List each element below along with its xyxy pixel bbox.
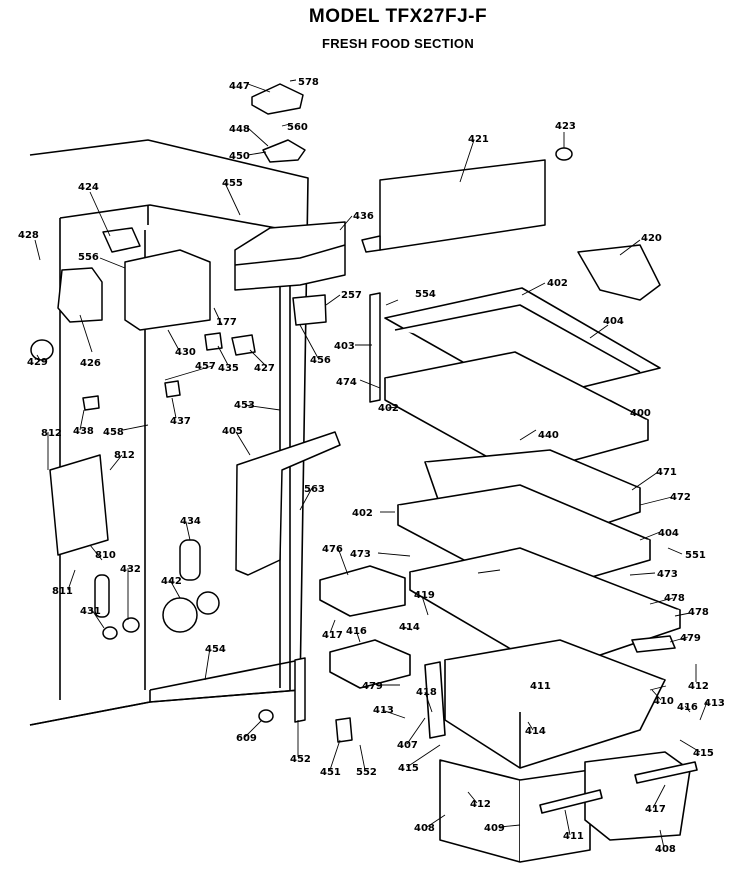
- callout-label: 436: [353, 211, 374, 222]
- callout-label: 452: [290, 754, 311, 765]
- callout-label: 429: [27, 357, 48, 368]
- callout-label: 453: [234, 400, 255, 411]
- callout-label: 414: [525, 726, 546, 737]
- callout-label: 423: [555, 121, 576, 132]
- callout-label: 415: [693, 748, 714, 759]
- callout-label: 811: [52, 586, 73, 597]
- callout-label: 410: [653, 696, 674, 707]
- callout-label: 458: [103, 427, 124, 438]
- callout-label: 454: [205, 644, 226, 655]
- callout-label: 812: [41, 428, 62, 439]
- model-title: MODEL TFX27FJ-F: [308, 6, 488, 27]
- callout-label: 430: [175, 347, 196, 358]
- callout-label: 412: [688, 681, 709, 692]
- callout-label: 474: [336, 377, 357, 388]
- callout-label: 478: [664, 593, 685, 604]
- callout-label: 404: [658, 528, 679, 539]
- callout-label: 415: [398, 763, 419, 774]
- callout-label: 411: [530, 681, 551, 692]
- callout-label: 456: [310, 355, 331, 366]
- callout-label: 402: [547, 278, 568, 289]
- callout-label: 409: [484, 823, 505, 834]
- callout-label: 556: [78, 252, 99, 263]
- callout-label: 442: [161, 576, 182, 587]
- callout-label: 424: [78, 182, 99, 193]
- callout-label: 479: [680, 633, 701, 644]
- callout-label: 455: [222, 178, 243, 189]
- callout-label: 414: [399, 622, 420, 633]
- callout-label: 405: [222, 426, 243, 437]
- callout-label: 578: [298, 77, 319, 88]
- callout-label: 413: [704, 698, 725, 709]
- callout-label: 440: [538, 430, 559, 441]
- callout-label: 450: [229, 151, 250, 162]
- callout-label: 438: [73, 426, 94, 437]
- callout-label: 257: [341, 290, 362, 301]
- callout-label: 407: [397, 740, 418, 751]
- callout-label: 447: [229, 81, 250, 92]
- callout-label: 408: [655, 844, 676, 855]
- leader-lines: [34, 79, 708, 849]
- callout-label: 420: [641, 233, 662, 244]
- callout-label: 551: [685, 550, 706, 561]
- callout-label: 560: [287, 122, 308, 133]
- callout-labels: 447 578 448 560 450 421 423 424 455 436 …: [18, 77, 725, 855]
- callout-label: 434: [180, 516, 201, 527]
- callout-label: 419: [414, 590, 435, 601]
- callout-label: 476: [322, 544, 343, 555]
- callout-label: 421: [468, 134, 489, 145]
- callout-label: 435: [218, 363, 239, 374]
- callout-label: 412: [470, 799, 491, 810]
- callout-label: 411: [563, 831, 584, 842]
- callout-label: 408: [414, 823, 435, 834]
- callout-label: 417: [322, 630, 343, 641]
- shelves-and-drawers: [319, 287, 698, 863]
- section-title: FRESH FOOD SECTION: [321, 36, 475, 51]
- callout-label: 554: [415, 289, 436, 300]
- callout-label: 402: [378, 403, 399, 414]
- callout-label: 437: [170, 416, 191, 427]
- callout-label: 473: [657, 569, 678, 580]
- callout-label: 427: [254, 363, 275, 374]
- callout-label: 404: [603, 316, 624, 327]
- callout-label: 473: [350, 549, 371, 560]
- callout-label: 403: [334, 341, 355, 352]
- callout-label: 552: [356, 767, 377, 778]
- callout-label: 416: [346, 626, 367, 637]
- callout-label: 609: [236, 733, 257, 744]
- callout-label: 426: [80, 358, 101, 369]
- callout-label: 810: [95, 550, 116, 561]
- callout-label: 478: [688, 607, 709, 618]
- callout-label: 432: [120, 564, 141, 575]
- callout-label: 448: [229, 124, 250, 135]
- refrigerator-cabinet: [29, 139, 309, 726]
- callout-label: 457: [195, 361, 216, 372]
- callout-label: 416: [677, 702, 698, 713]
- callout-label: 451: [320, 767, 341, 778]
- callout-label: 413: [373, 705, 394, 716]
- callout-label: 177: [216, 317, 237, 328]
- callout-label: 479: [362, 681, 383, 692]
- component-parts: [30, 83, 661, 743]
- callout-label: 418: [416, 687, 437, 698]
- callout-label: 428: [18, 230, 39, 241]
- callout-label: 563: [304, 484, 325, 495]
- callout-label: 402: [352, 508, 373, 519]
- callout-label: 417: [645, 804, 666, 815]
- callout-label: 431: [80, 606, 101, 617]
- callout-label: 471: [656, 467, 677, 478]
- callout-label: 472: [670, 492, 691, 503]
- callout-label: 400: [630, 408, 651, 419]
- callout-label: 812: [114, 450, 135, 461]
